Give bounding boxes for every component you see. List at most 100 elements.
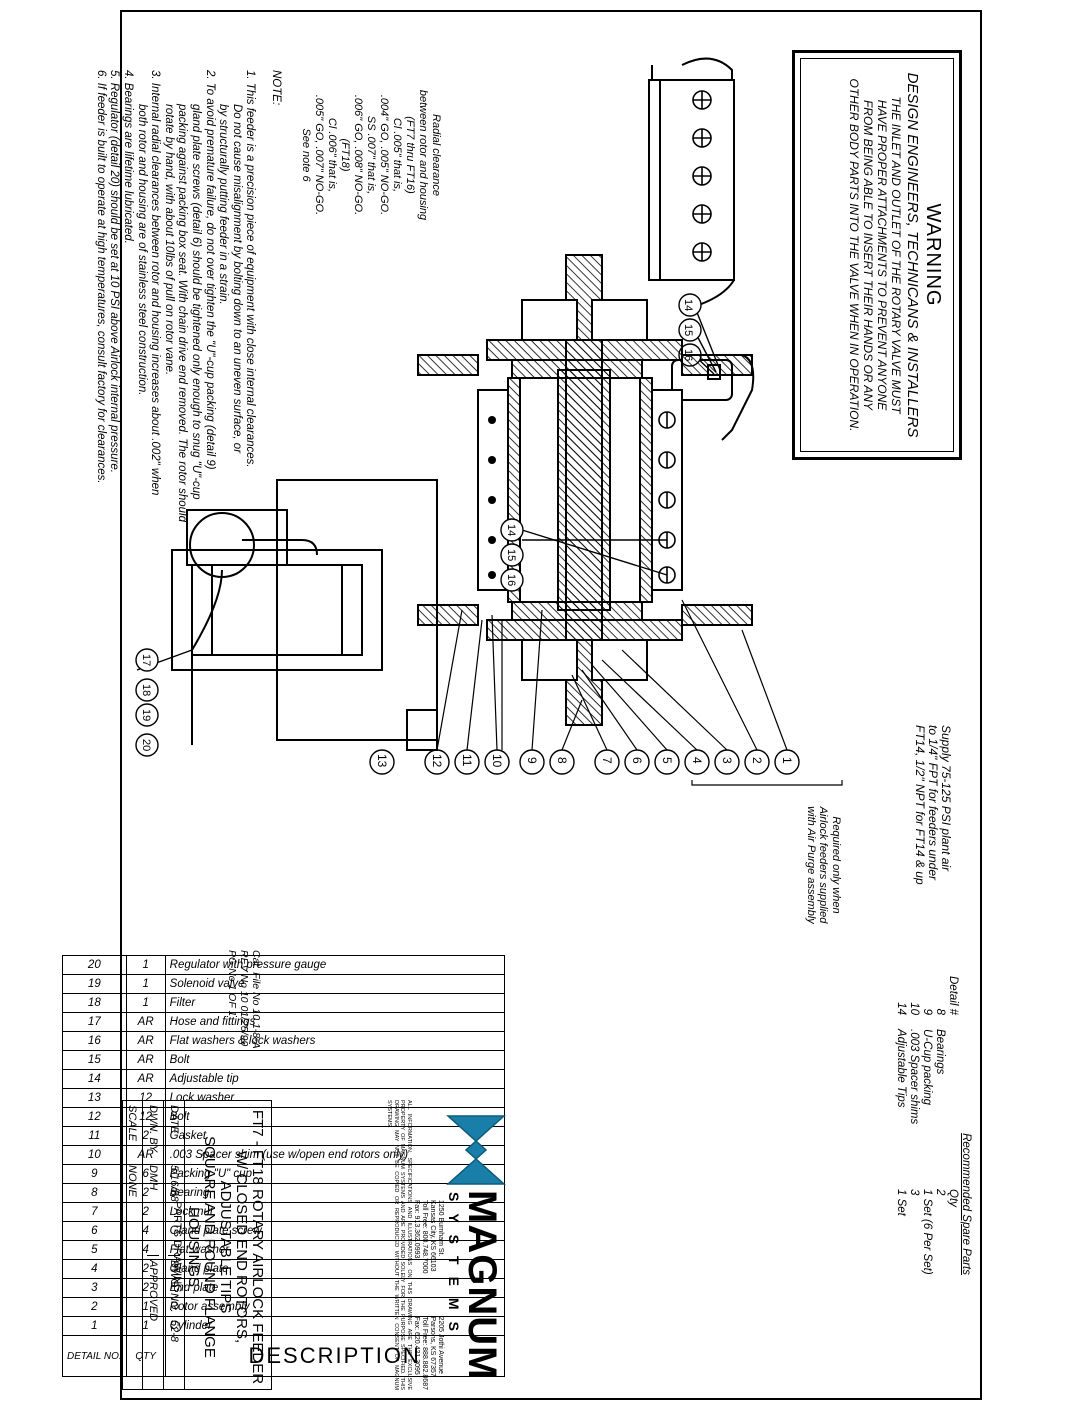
callout-15-detail: 15 <box>682 324 694 336</box>
note-line: both rotor and housing are of stainless … <box>135 104 148 396</box>
address-line: Kansas City, KS 66103 <box>429 1200 436 1272</box>
title-line: FT7 - FT18 ROTARY AIRLOCK FEEDER <box>249 1109 266 1385</box>
title-line: W/ CLOSED END ROTORS, ADJUSTABLE TIPS <box>217 1150 250 1344</box>
note-line: 4. Bearings are lifetime lubricated. <box>122 70 135 244</box>
callout-7: 7 <box>600 757 614 764</box>
note-line: rotate by hand, with about 10lbs of pull… <box>162 104 175 376</box>
logo-systems: SYSTEMS <box>446 1192 462 1343</box>
end-view <box>171 479 438 751</box>
part-qty: AR <box>126 1050 166 1070</box>
dwg-label: DWG. NO. <box>168 1255 180 1320</box>
scale-value: NONE <box>126 1165 138 1197</box>
part-no: 14 <box>62 1069 127 1089</box>
address-line: Toll Free: 800.748.7000 <box>421 1200 428 1274</box>
note-line: 3. Internal radial clearances between ro… <box>149 70 162 496</box>
scale-label: SCALE <box>126 1105 138 1142</box>
address-line: Fax: 913.362.0993 <box>413 1200 420 1259</box>
notes-heading: NOTE: <box>270 70 282 106</box>
part-desc: Filter <box>165 993 505 1013</box>
callout-14-detail: 14 <box>682 299 694 311</box>
callout-16-section: 16 <box>505 574 517 586</box>
clearance-line: See note 6 <box>300 128 312 182</box>
title-block-fields: DATE 5/16/88 DWG. NO. 52-8 DWN. BY DMH A… <box>122 1101 185 1389</box>
callout-8: 8 <box>555 757 569 764</box>
drawn-value: DMH <box>147 1165 159 1191</box>
part-no: 18 <box>62 993 127 1013</box>
note-line: packing against packing box seat. With c… <box>176 104 189 522</box>
air-purge-bracket <box>691 780 843 786</box>
note-line: 6. If feeder is built to operate at high… <box>94 70 107 484</box>
note-line: 5. Regulator (detail 20) should be set a… <box>108 70 121 473</box>
clearance-note: Radial clearance between rotor and housi… <box>299 80 442 230</box>
part-no: 6 <box>62 1221 127 1241</box>
callout-9: 9 <box>525 757 539 764</box>
drawing-border <box>120 10 982 1400</box>
clearance-line: Cl .005" that is, <box>391 117 403 193</box>
spare-qty: 1 Set <box>895 1189 907 1216</box>
supply-line: FT14, 1/2" NPT for FT14 & up <box>913 725 927 885</box>
part-no: 9 <box>62 1164 127 1184</box>
address-line: 1250 Burnham St. <box>437 1200 444 1257</box>
part-qty: 1 <box>126 955 166 975</box>
supply-note: Supply 75-125 PSI plant air to 1/4" FPT … <box>913 725 953 905</box>
section-callout-circles <box>424 749 800 775</box>
air-purge-line: with Air Purge assembly <box>805 806 817 924</box>
note-line: Do not cause misalignment by bolting dow… <box>230 104 243 454</box>
note-line: gland plate screws (detail 6) should be … <box>190 104 203 500</box>
part-desc: Flat washers & lock washers <box>165 1031 505 1051</box>
part-no: 16 <box>62 1031 127 1051</box>
supply-line: Supply 75-125 PSI plant air <box>939 725 953 872</box>
clearance-line: .006" GO, .008" NO-GO. <box>352 94 364 216</box>
part-qty: AR <box>126 1031 166 1051</box>
clearance-line: .004" GO, .005" NO-GO. <box>378 94 390 216</box>
part-no: 1 <box>62 1316 127 1336</box>
title-line: SQUARE AND ROUND FLANGE HOUSINGS <box>185 1136 218 1358</box>
part-no: 11 <box>62 1126 127 1146</box>
callout-19: 19 <box>140 709 152 721</box>
part-desc: Adjustable tip <box>165 1069 505 1089</box>
spare-detail: 14 <box>895 1002 907 1015</box>
part-desc: Regulator with pressure gauge <box>165 955 505 975</box>
logo-address: 1250 Burnham St. Kansas City, KS 66103 T… <box>412 1200 444 1390</box>
callout-1: 1 <box>780 757 794 764</box>
date-value: 5/16/88 <box>168 1165 180 1202</box>
spare-name: Adjustable Tips <box>895 1029 907 1108</box>
spare-name: .003 Spacer shims <box>908 1029 920 1125</box>
air-purge-note: Required only when Airlock feeders suppl… <box>805 790 842 940</box>
feeder-drawing: 14 15 16 <box>135 57 843 786</box>
callout-3: 3 <box>720 757 734 764</box>
date-label: DATE <box>168 1105 180 1134</box>
rotor-tip-rivets <box>488 416 496 579</box>
part-qty: AR <box>126 1069 166 1089</box>
part-no: 5 <box>62 1240 127 1260</box>
proprietary-notice: ALL INFORMATION, SPECIFICATIONS AND ILLU… <box>386 1100 413 1390</box>
spare-qty: 3 <box>908 1189 920 1196</box>
magnum-logo-block: MAGNUM SYSTEMS 1250 Burnham St. Kansas C… <box>413 1110 512 1390</box>
callout-17: 17 <box>140 654 152 666</box>
spare-detail: 10 <box>908 1002 920 1015</box>
callout-6: 6 <box>630 757 644 764</box>
air-purge-line: Airlock feeders supplied <box>817 806 830 924</box>
spare-parts-header: Detail # Qty <box>946 955 959 1285</box>
section-tip-callouts <box>500 518 668 592</box>
spare-detail: 9 <box>921 1008 933 1015</box>
part-no: 3 <box>62 1278 127 1298</box>
logo-name: MAGNUM <box>460 1190 504 1381</box>
address-line: Parsons, KS 67357 <box>429 1316 436 1377</box>
drawing-sheet: WARNING DESIGN ENGINEERS, TECHNICANS & I… <box>62 10 982 1400</box>
air-purge-callouts <box>135 648 193 757</box>
clearance-line: .005" GO, .007" NO-GO. <box>313 94 325 216</box>
spare-parts-heading: Recommended Spare Parts <box>960 1133 972 1275</box>
callout-10: 10 <box>490 754 504 768</box>
spare-row: 10 .003 Spacer shims 3 <box>907 955 920 1285</box>
part-no: 2 <box>62 1297 127 1317</box>
section-callout-labels: 1 2 3 4 5 6 7 8 9 10 11 12 <box>430 754 794 768</box>
section-callout-leaders <box>436 599 788 751</box>
notes-section: NOTE: 1. This feeder is a precision piec… <box>93 70 282 630</box>
drawn-label: DWN. BY <box>147 1105 159 1153</box>
part-qty: AR <box>126 1012 166 1032</box>
